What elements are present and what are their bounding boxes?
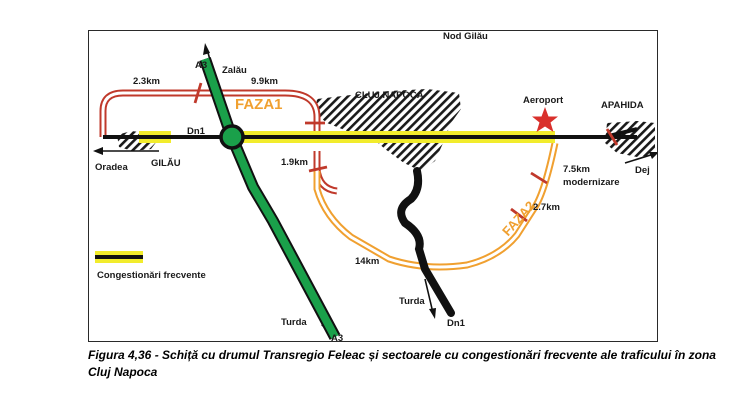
nod-gilau-label: Nod Gilău xyxy=(443,31,488,42)
cluj-napoca-label: CLUJ NAPOCA xyxy=(355,90,424,101)
distance-1-9km-label: 1.9km xyxy=(281,157,308,168)
faza2-route xyxy=(313,142,559,271)
map-frame: Nod Gilău A3 Zalău 2.3km 9.9km FAZA1 CLU… xyxy=(88,30,658,342)
dej-label: Dej xyxy=(635,165,650,176)
aeroport-label: Aeroport xyxy=(523,95,564,106)
figure-caption: Figura 4,36 - Schiță cu drumul Transregi… xyxy=(88,348,716,379)
distance-9-9km-label: 9.9km xyxy=(251,76,278,87)
nod-gilau-junction xyxy=(219,124,245,150)
apahida-label: APAHIDA xyxy=(601,100,644,111)
turda-dn1-label: Turda xyxy=(399,296,425,307)
turda-dn1-arrow xyxy=(424,278,436,319)
legend-congestion-label: Congestionări frecvente xyxy=(97,270,206,281)
faza1-label: FAZA1 xyxy=(235,96,283,113)
oradea-arrow xyxy=(93,147,159,155)
a3-motorway xyxy=(199,57,341,340)
modernizare-label: modernizare xyxy=(563,177,620,188)
oradea-label: Oradea xyxy=(95,162,128,173)
distance-2-3km-label: 2.3km xyxy=(133,76,160,87)
legend-congestion-swatch xyxy=(95,251,143,263)
dn1-bottom-label: Dn1 xyxy=(447,318,466,329)
a3-top-label: A3 xyxy=(195,60,207,71)
distance-2-7km-label: 2.7km xyxy=(533,202,560,213)
dn1-main-road xyxy=(103,127,638,143)
dej-arrow xyxy=(624,152,657,164)
cluj-napoca-urban-area xyxy=(315,89,461,171)
a3-bottom-label: A3 xyxy=(331,333,343,342)
distance-7-5km-label: 7.5km xyxy=(563,164,590,175)
dn1-south-road xyxy=(397,167,455,317)
section-tick-marks xyxy=(193,82,619,223)
gilau-label: GILĂU xyxy=(151,158,181,169)
dn1-left-label: Dn1 xyxy=(187,126,206,137)
zalau-label: Zalău xyxy=(222,65,247,76)
airport-star-icon xyxy=(532,107,558,132)
turda-a3-label: Turda xyxy=(281,317,307,328)
distance-14km-label: 14km xyxy=(355,256,379,267)
